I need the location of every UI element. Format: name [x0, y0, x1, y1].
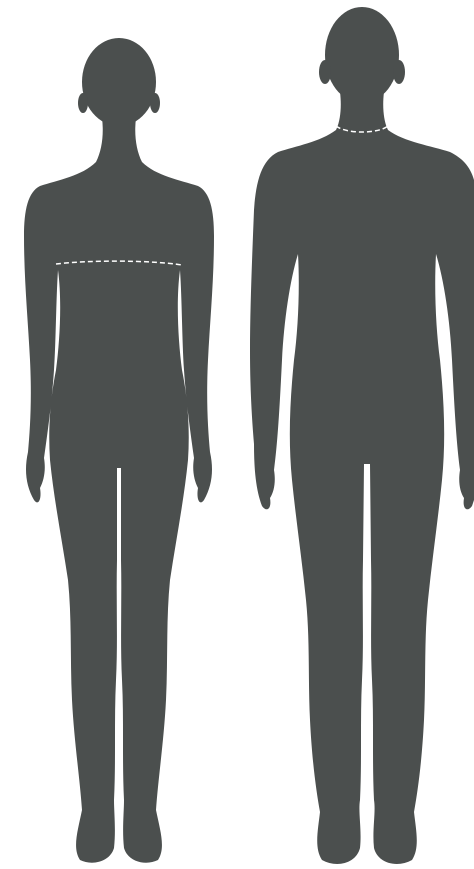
- female-body: [24, 118, 214, 863]
- male-ear-left: [319, 60, 331, 84]
- male-head: [325, 7, 399, 103]
- male-silhouette-icon: [250, 7, 474, 864]
- female-ear-right: [150, 93, 160, 113]
- female-ear-left: [78, 93, 88, 113]
- male-body: [250, 92, 474, 864]
- male-ear-right: [393, 60, 405, 84]
- female-head: [82, 38, 156, 126]
- female-silhouette-icon: [24, 38, 214, 863]
